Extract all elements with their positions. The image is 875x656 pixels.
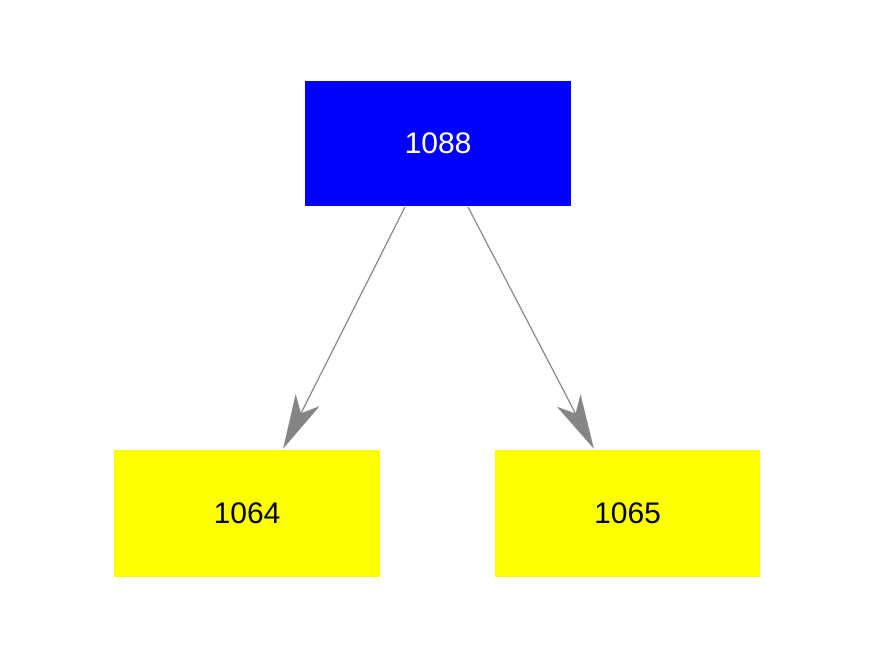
node-label: 1088 bbox=[404, 126, 472, 160]
edge-line-1088-1064 bbox=[300, 206, 406, 414]
edge-line-1088-1065 bbox=[467, 206, 577, 414]
graph-node-1088: 1088 bbox=[305, 81, 571, 206]
graph-node-1064: 1064 bbox=[114, 450, 380, 577]
node-label: 1065 bbox=[594, 496, 661, 530]
graph-node-1065: 1065 bbox=[495, 450, 760, 577]
edge-arrowhead-1088-1065 bbox=[556, 393, 594, 449]
edge-arrowhead-1088-1064 bbox=[283, 393, 320, 449]
node-label: 1064 bbox=[213, 496, 281, 530]
